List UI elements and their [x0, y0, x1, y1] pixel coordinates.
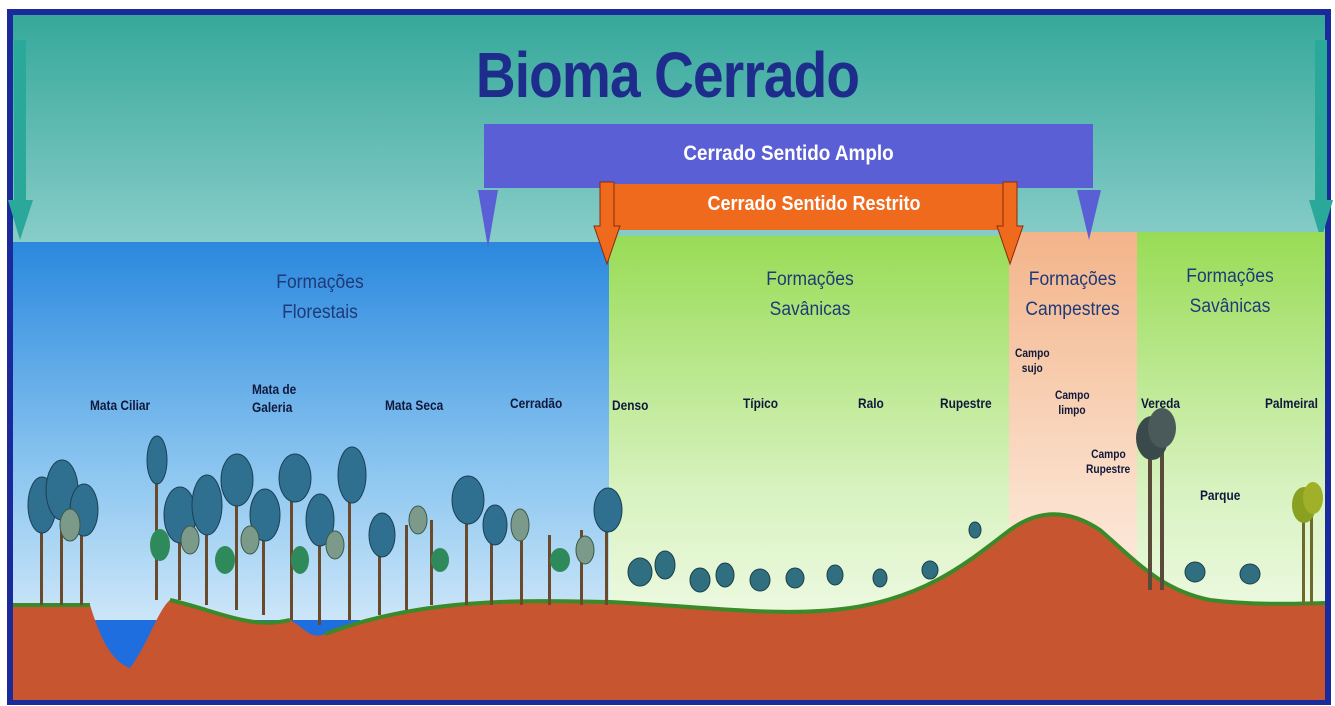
type-palmeiral: Palmeiral — [1265, 395, 1318, 411]
savanna-shrubs — [627, 521, 1261, 593]
type-label-line: Campo — [1091, 447, 1126, 461]
zone-label-line: Formações — [276, 272, 364, 293]
type-label-line: Rupestre — [1086, 462, 1131, 476]
broad-sense-bar — [484, 124, 1093, 188]
type-label-line: Galeria — [252, 399, 293, 415]
strict-sense-label: Cerrado Sentido Restrito — [707, 193, 921, 215]
zone-label-savanna-right: Formações Savânicas — [1156, 262, 1303, 322]
type-parque: Parque — [1200, 487, 1241, 503]
type-ralo: Ralo — [858, 395, 884, 411]
zone-label-line: Formações — [1186, 266, 1274, 287]
zone-label-line: Savânicas — [1189, 296, 1271, 317]
type-campo-rupestre: Campo Rupestre — [1086, 447, 1130, 477]
type-mata-galeria: Mata de Galeria — [252, 380, 296, 416]
type-cerradao: Cerradão — [510, 395, 563, 411]
strict-left-arrow — [593, 181, 621, 266]
type-campo-sujo: Campo sujo — [1015, 346, 1050, 376]
page-title: Bioma Cerrado — [475, 39, 860, 111]
broad-sense-label: Cerrado Sentido Amplo — [683, 142, 894, 165]
zone-label-line: Campestres — [1025, 299, 1120, 320]
zone-label-grassland: Formações Campestres — [1006, 265, 1139, 325]
type-label-line: Campo — [1015, 346, 1050, 360]
right-side-arrow — [1309, 40, 1333, 240]
type-rupestre: Rupestre — [940, 395, 992, 411]
zone-label-line: Formações — [1028, 269, 1117, 290]
palm-trees — [1136, 408, 1323, 605]
zone-label-forest: Formações Florestais — [237, 268, 403, 328]
type-label-line: sujo — [1021, 361, 1043, 375]
ground-vegetation-line — [13, 512, 1326, 636]
type-mata-ciliar: Mata Ciliar — [90, 397, 151, 413]
type-label-line: Mata de — [252, 381, 297, 397]
broad-left-arrow — [478, 190, 498, 248]
strict-right-arrow — [996, 181, 1024, 266]
type-denso: Denso — [612, 397, 649, 413]
diagram-frame — [7, 9, 1331, 705]
zone-label-line: Florestais — [282, 302, 358, 323]
zone-label-line: Formações — [766, 269, 854, 290]
type-tipico: Típico — [743, 395, 779, 411]
broad-right-arrow — [1077, 190, 1101, 240]
type-label-line: limpo — [1058, 403, 1086, 417]
strict-sense-bar — [612, 184, 1016, 230]
left-side-arrow — [8, 40, 33, 240]
type-campo-limpo: Campo limpo — [1055, 388, 1090, 418]
forest-trees — [27, 435, 623, 625]
type-label-line: Campo — [1055, 388, 1090, 402]
zone-label-savanna: Formações Savânicas — [727, 265, 893, 325]
zone-label-line: Savânicas — [769, 299, 851, 320]
type-vereda: Vereda — [1141, 395, 1181, 411]
type-mata-seca: Mata Seca — [385, 397, 444, 413]
